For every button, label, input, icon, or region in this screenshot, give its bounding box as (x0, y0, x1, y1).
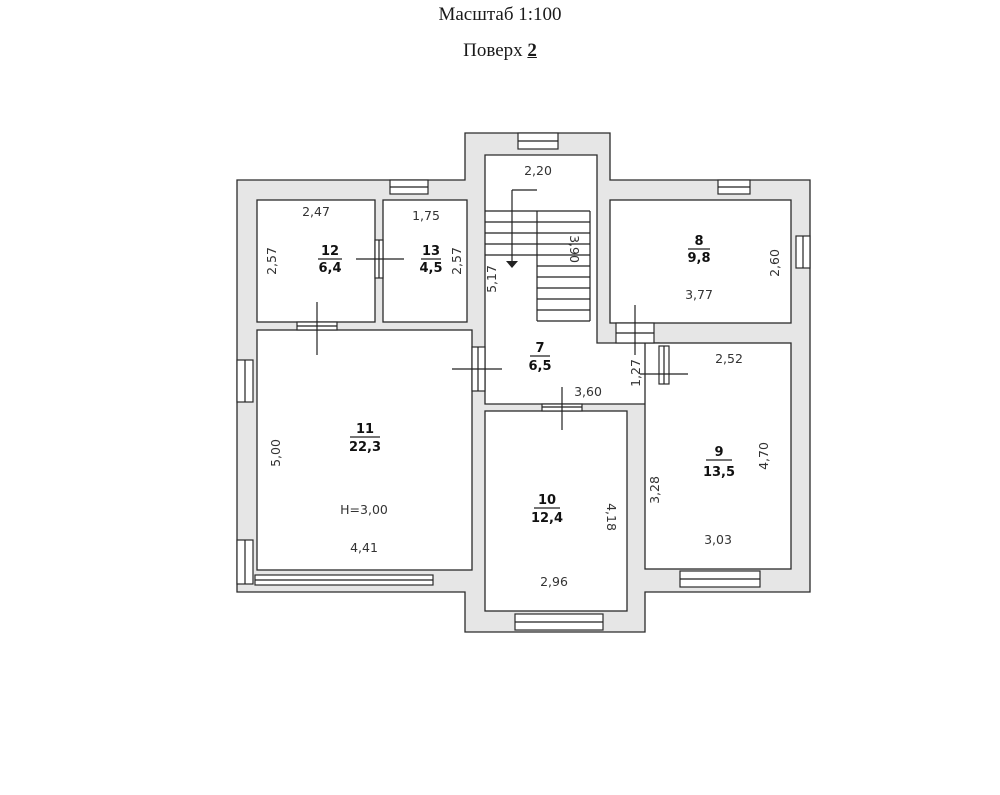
room-10-area: 12,4 (531, 511, 563, 526)
room-8[interactable] (609, 199, 792, 324)
room-11-area: 22,3 (349, 440, 381, 455)
room-labels: 12 6,4 13 4,5 7 6,5 8 9,8 11 22,3 10 12,… (318, 234, 735, 526)
room-8-number: 8 (694, 234, 703, 249)
scale-label: Масштаб 1:100 (438, 4, 562, 25)
floor-prefix: Поверх (463, 40, 523, 61)
dim-room7-top: 2,20 (524, 163, 552, 178)
dimensions: 2,47 2,57 1,75 2,57 2,20 3,90 5,17 1,27 … (264, 163, 782, 589)
room-9-area: 13,5 (703, 465, 735, 480)
room-11[interactable] (256, 329, 473, 571)
room-8-area: 9,8 (687, 251, 710, 266)
dim-room9-top: 2,52 (715, 351, 743, 366)
dim-room11-width: 4,41 (350, 540, 378, 555)
room-13-area: 4,5 (419, 261, 442, 276)
room-7-area: 6,5 (528, 359, 551, 374)
room-12-area: 6,4 (318, 261, 341, 276)
windows (236, 132, 811, 631)
dim-room10-height: 4,18 (604, 503, 619, 531)
dim-room12-width: 2,47 (302, 204, 330, 219)
dim-room12-height: 2,57 (264, 247, 279, 275)
dim-room11-height: 5,00 (268, 439, 283, 467)
room-10[interactable] (484, 410, 628, 612)
dim-room10-width: 2,96 (540, 574, 568, 589)
room-10-number: 10 (538, 493, 556, 508)
floor-label: Поверх 2 (0, 40, 1000, 62)
dim-room8-width: 3,77 (685, 287, 713, 302)
staircase (485, 189, 591, 322)
floor-number: 2 (527, 40, 537, 61)
dim-room7-stair: 3,90 (567, 235, 582, 263)
room-12-number: 12 (321, 244, 339, 259)
room-13-number: 13 (422, 244, 440, 259)
dim-room7-bottom: 3,60 (574, 384, 602, 399)
dim-room7-right: 1,27 (628, 359, 643, 387)
dim-room9-right: 4,70 (756, 442, 771, 470)
dim-room13-height: 2,57 (449, 247, 464, 275)
room-11-number: 11 (356, 422, 374, 437)
dim-room9-bottom: 3,03 (704, 532, 732, 547)
room-12[interactable] (256, 199, 376, 323)
dim-room13-width: 1,75 (412, 208, 440, 223)
room-7-number: 7 (535, 341, 544, 356)
dim-room9-left: 3,28 (647, 476, 662, 504)
dim-room11-note: Н=3,00 (340, 502, 388, 517)
room-9-number: 9 (714, 445, 723, 460)
dim-room8-height: 2,60 (767, 249, 782, 277)
dim-room7-left: 5,17 (484, 265, 499, 293)
doors (296, 239, 688, 430)
